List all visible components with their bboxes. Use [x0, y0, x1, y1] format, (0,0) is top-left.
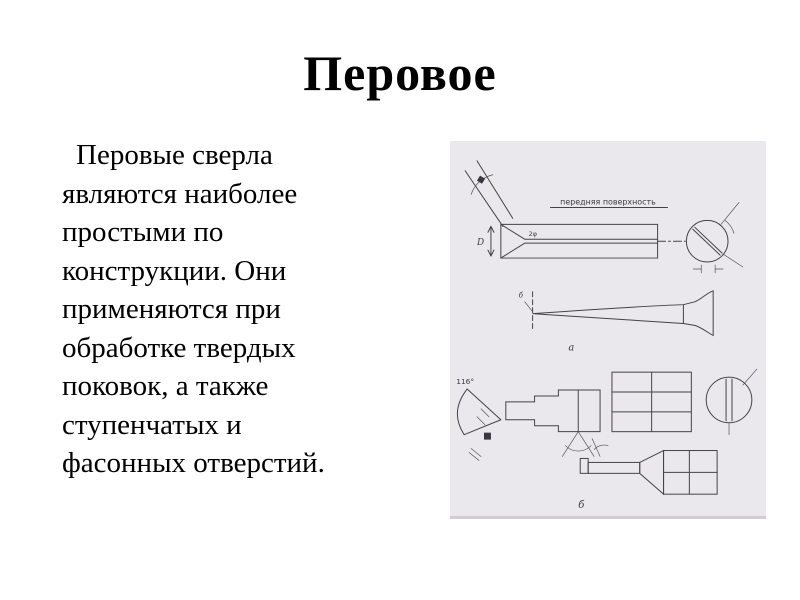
technical-drawing: передняя поверхность D 2φ б а 116° б [456, 160, 758, 511]
shank-drill-view [468, 438, 718, 496]
holder-end-view [705, 368, 758, 435]
slide-body-text: Перовые сверла являются наиболее простым… [62, 139, 325, 479]
figure-panel: передняя поверхность D 2φ б а 116° б [450, 141, 766, 519]
flat-blade-view [524, 290, 714, 337]
front-surface-label: передняя поверхность [560, 197, 656, 206]
slide-title: Перовое [303, 45, 497, 101]
holder-block-view [611, 371, 692, 433]
view-b-label: б [578, 500, 585, 511]
angle-116-label: 116° [456, 377, 474, 386]
dim-d-label: D [476, 238, 484, 248]
view-a-label: а [568, 342, 574, 353]
spade-drill-end-view [685, 202, 744, 274]
annotation-mark [483, 432, 491, 440]
dim-b-label: б [519, 292, 524, 300]
sector-angle-view [456, 388, 502, 436]
stepped-drill-view [505, 389, 601, 457]
annotation-mark [476, 175, 486, 184]
spade-drill-side-view [464, 160, 686, 259]
angle-2phi-label: 2φ [529, 230, 537, 238]
